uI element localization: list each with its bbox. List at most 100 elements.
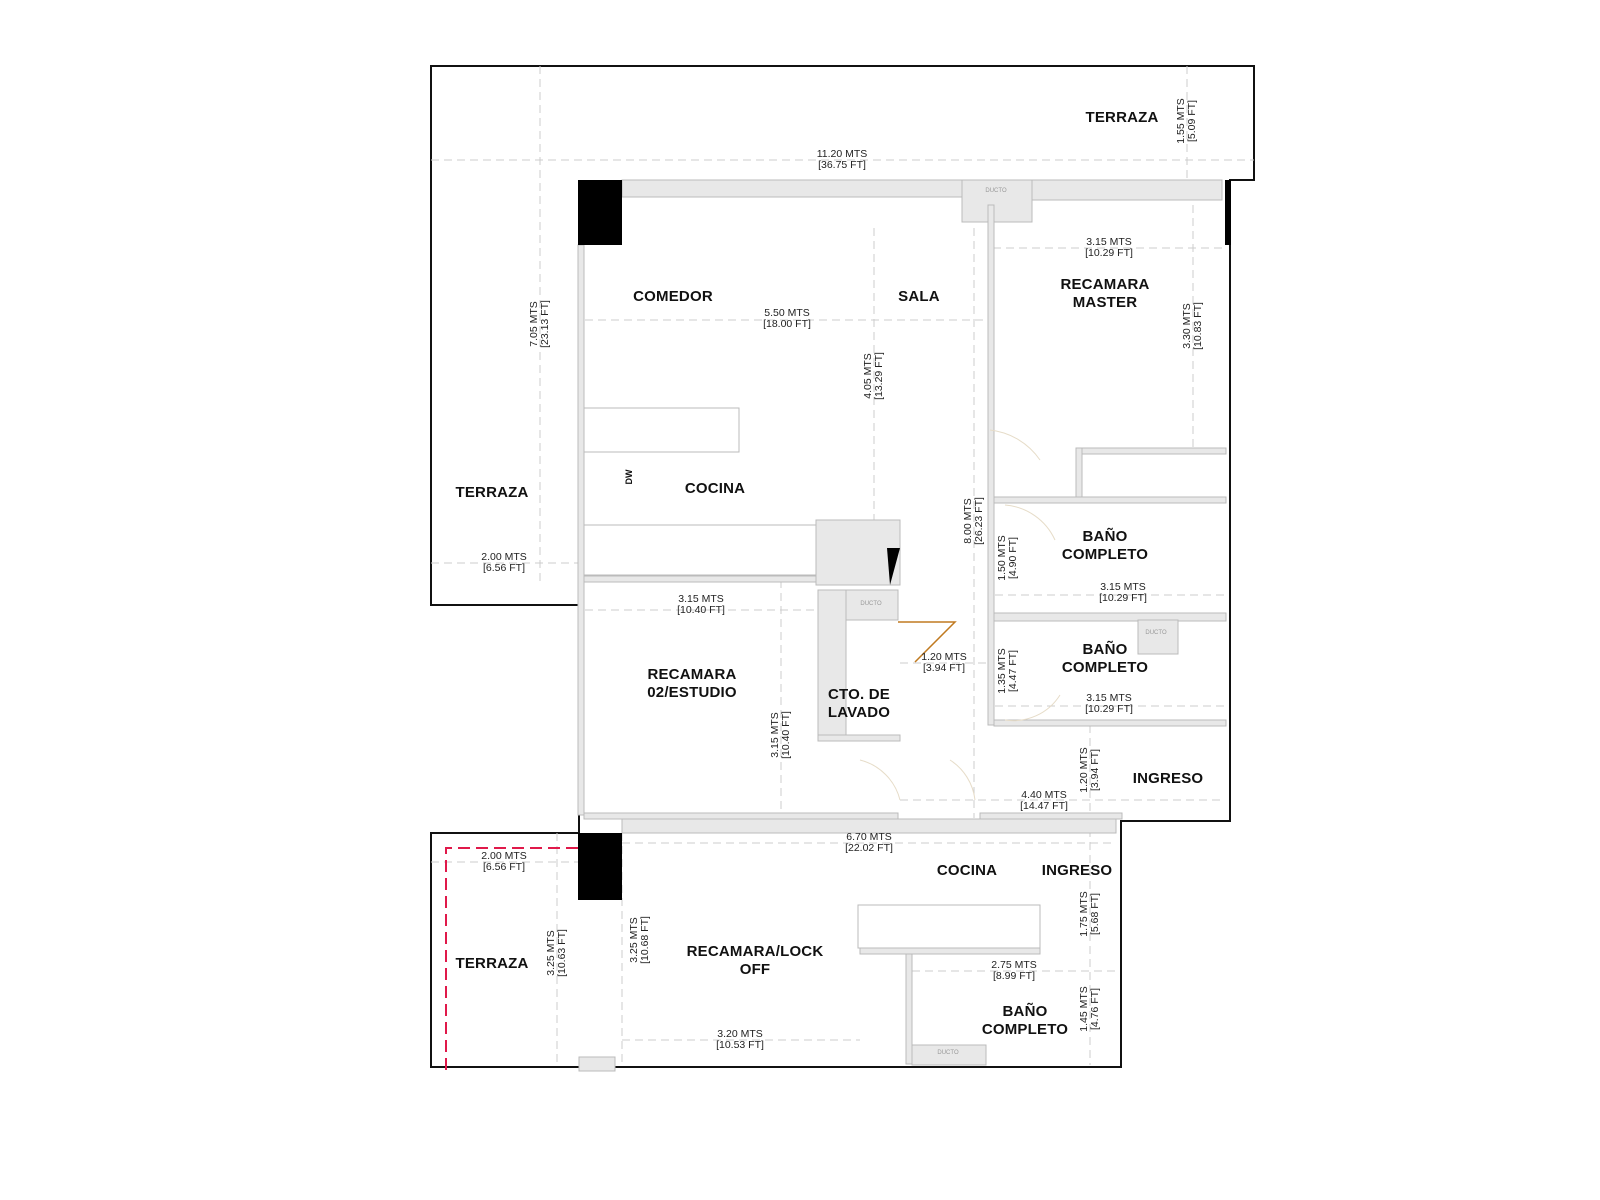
dimension-label: 11.20 MTS[36.75 FT] bbox=[817, 149, 868, 171]
dimension-label: 2.75 MTS[8.99 FT] bbox=[991, 960, 1037, 982]
dim-ft: [4.47 FT] bbox=[1007, 650, 1019, 693]
structural-columns bbox=[578, 180, 1231, 900]
dimension-label: 3.15 MTS[10.29 FT] bbox=[1085, 693, 1133, 715]
dim-ft: [4.90 FT] bbox=[1007, 537, 1019, 580]
dimension-label: 3.15 MTS[10.40 FT] bbox=[677, 594, 725, 616]
dim-ft: [10.29 FT] bbox=[1085, 247, 1133, 259]
dim-ft: [10.40 FT] bbox=[780, 711, 792, 759]
label-line: LAVADO bbox=[827, 704, 891, 721]
room-label-terraza: TERRAZA bbox=[1085, 109, 1159, 126]
interior-walls bbox=[577, 179, 1227, 1072]
label-line: BAÑO bbox=[1082, 528, 1128, 545]
dimension-label: 1.20 MTS[3.94 FT] bbox=[921, 652, 967, 674]
dim-ft: [36.75 FT] bbox=[818, 159, 866, 171]
dim-m: 1.20 MTS bbox=[921, 651, 967, 663]
label-line: BAÑO bbox=[1002, 1003, 1048, 1020]
dim-ft: [10.68 FT] bbox=[639, 916, 651, 964]
dim-ft: [6.56 FT] bbox=[482, 562, 525, 574]
dim-ft: [14.47 FT] bbox=[1020, 800, 1068, 812]
dim-ft: [10.83 FT] bbox=[1192, 302, 1204, 350]
dim-ft: [23.13 FT] bbox=[539, 300, 551, 348]
dim-ft: [26.23 FT] bbox=[973, 497, 985, 545]
dim-ft: [8.99 FT] bbox=[992, 970, 1035, 982]
dim-ft: [10.29 FT] bbox=[1085, 703, 1133, 715]
dimension-label: 3.25 MTS[10.68 FT] bbox=[628, 916, 651, 964]
dimension-label: 3.25 MTS[10.63 FT] bbox=[545, 929, 568, 977]
label-line: BAÑO bbox=[1082, 641, 1128, 658]
dim-m: 2.75 MTS bbox=[991, 959, 1037, 971]
dimension-label: 3.15 MTS[10.29 FT] bbox=[1099, 582, 1147, 604]
dim-m: 3.15 MTS bbox=[1100, 581, 1146, 593]
label-line: COMPLETO bbox=[981, 1021, 1069, 1038]
label-line: COMPLETO bbox=[1061, 546, 1149, 563]
dimension-label: 5.50 MTS[18.00 FT] bbox=[763, 308, 811, 330]
label-line: 02/ESTUDIO bbox=[647, 684, 737, 701]
dimension-label: 8.00 MTS[26.23 FT] bbox=[962, 497, 985, 545]
dim-m: 3.15 MTS bbox=[1086, 236, 1132, 248]
dimension-label: 1.75 MTS[5.68 FT] bbox=[1078, 891, 1101, 937]
label-line: COMPLETO bbox=[1061, 659, 1149, 676]
label-line: CTO. DE bbox=[828, 686, 890, 703]
label-line: MASTER bbox=[1072, 294, 1138, 311]
ducto-label: DUCTO bbox=[985, 188, 1007, 194]
dimension-label: 2.00 MTS[6.56 FT] bbox=[481, 851, 527, 873]
dim-ft: [13.29 FT] bbox=[873, 352, 885, 400]
dim-m: 3.15 MTS bbox=[678, 593, 724, 605]
door-swings bbox=[859, 429, 1061, 801]
dimension-label: 2.00 MTS[6.56 FT] bbox=[481, 552, 527, 574]
dimension-label: 3.15 MTS[10.40 FT] bbox=[769, 711, 792, 759]
dim-ft: [5.09 FT] bbox=[1186, 100, 1198, 143]
dimension-label: 1.20 MTS[3.94 FT] bbox=[1078, 747, 1101, 793]
room-label-sala: SALA bbox=[898, 288, 940, 305]
dim-ft: [10.63 FT] bbox=[556, 929, 568, 977]
dim-m: 11.20 MTS bbox=[816, 148, 868, 160]
dim-m: 6.70 MTS bbox=[846, 831, 892, 843]
room-label-ingreso: INGRESO bbox=[1132, 770, 1204, 787]
room-label-cocina: COCINA bbox=[684, 480, 746, 497]
dim-m: 3.20 MTS bbox=[717, 1028, 763, 1040]
dim-m: 2.00 MTS bbox=[481, 850, 527, 862]
dim-ft: [18.00 FT] bbox=[763, 318, 811, 330]
dimension-label: 3.30 MTS[10.83 FT] bbox=[1181, 302, 1204, 350]
label-line: RECAMARA bbox=[647, 666, 737, 683]
room-label-ingreso-lockoff: INGRESO bbox=[1041, 862, 1113, 879]
dimension-label: 7.05 MTS[23.13 FT] bbox=[528, 300, 551, 348]
dimension-lines bbox=[431, 66, 1254, 1067]
dimension-label: 3.20 MTS[10.53 FT] bbox=[716, 1029, 764, 1051]
dim-ft: [22.02 FT] bbox=[845, 842, 893, 854]
dim-ft: [4.76 FT] bbox=[1089, 988, 1101, 1031]
dim-ft: [5.68 FT] bbox=[1089, 893, 1101, 936]
dim-m: 4.40 MTS bbox=[1021, 789, 1067, 801]
dim-ft: [3.94 FT] bbox=[922, 662, 965, 674]
dimension-label: 4.40 MTS[14.47 FT] bbox=[1020, 790, 1068, 812]
room-label-terraza-left: TERRAZA bbox=[455, 484, 529, 501]
room-label-cocina-lockoff: COCINA bbox=[936, 862, 998, 879]
dim-m: 2.00 MTS bbox=[481, 551, 527, 563]
dim-ft: [10.40 FT] bbox=[677, 604, 725, 616]
dishwasher-label: DW bbox=[624, 469, 634, 485]
label-line: OFF bbox=[739, 961, 771, 978]
room-label-terraza-lockoff: TERRAZA bbox=[455, 955, 529, 972]
label-line: RECAMARA/LOCK bbox=[686, 943, 824, 960]
dimension-label: 4.05 MTS[13.29 FT] bbox=[862, 352, 885, 400]
dimension-label: 1.35 MTS[4.47 FT] bbox=[996, 648, 1019, 694]
label-line: RECAMARA bbox=[1060, 276, 1150, 293]
dimension-label: 6.70 MTS[22.02 FT] bbox=[845, 832, 893, 854]
dim-ft: [3.94 FT] bbox=[1089, 749, 1101, 792]
dim-ft: [6.56 FT] bbox=[482, 861, 525, 873]
terrace-limit-line bbox=[445, 847, 578, 1070]
laundry-door bbox=[898, 621, 957, 663]
dimension-label: 1.50 MTS[4.90 FT] bbox=[996, 535, 1019, 581]
ducto-label: DUCTO bbox=[860, 601, 882, 607]
dimension-label: 3.15 MTS[10.29 FT] bbox=[1085, 237, 1133, 259]
dim-ft: [10.29 FT] bbox=[1099, 592, 1147, 604]
room-label-comedor: COMEDOR bbox=[633, 288, 713, 305]
